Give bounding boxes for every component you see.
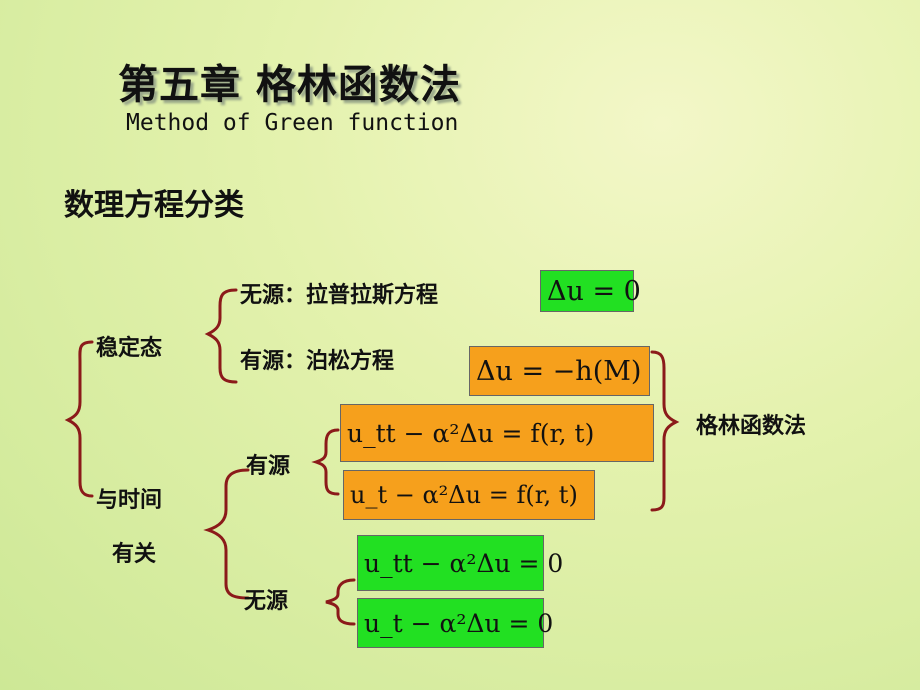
sourced-bracket — [311, 428, 340, 496]
wave-free-equation-box: u_tt − α²Δu = 0 — [357, 535, 563, 591]
main-bracket — [64, 340, 94, 498]
section-heading: 数理方程分类 — [64, 188, 244, 223]
laplace-label: 无源：拉普拉斯方程 — [240, 283, 439, 308]
sourceless-label: 无源 — [244, 589, 289, 614]
sourceless-bracket — [325, 578, 356, 626]
laplace-equation-box: Δu = 0 — [540, 270, 641, 312]
right-bracket — [650, 350, 680, 512]
heat-source-equation: u_t − α²Δu = f(r, t) — [350, 481, 578, 509]
heat-free-equation: u_t − α²Δu = 0 — [364, 608, 554, 638]
wave-source-equation-box: u_tt − α²Δu = f(r, t) — [340, 404, 654, 462]
sourced-label: 有源 — [246, 454, 291, 479]
time-dependent-label-line1: 与时间 — [96, 488, 163, 513]
page-subtitle: Method of Green function — [126, 110, 459, 136]
time-bracket — [203, 468, 250, 600]
wave-source-equation: u_tt − α²Δu = f(r, t) — [347, 418, 595, 448]
green-function-label: 格林函数法 — [696, 414, 807, 439]
heat-free-equation-box: u_t − α²Δu = 0 — [357, 598, 553, 648]
steady-bracket — [204, 288, 238, 384]
poisson-label: 有源：泊松方程 — [240, 349, 395, 374]
time-dependent-label-line2: 有关 — [112, 542, 157, 567]
page-title: 第五章 格林函数法 — [118, 62, 461, 108]
laplace-equation: Δu = 0 — [547, 275, 641, 307]
heat-source-equation-box: u_t − α²Δu = f(r, t) — [343, 470, 595, 520]
wave-free-equation: u_tt − α²Δu = 0 — [364, 548, 564, 578]
steady-state-label: 稳定态 — [96, 336, 163, 361]
poisson-equation-box: Δu = −h(M) — [469, 346, 650, 396]
poisson-equation: Δu = −h(M) — [476, 355, 642, 387]
